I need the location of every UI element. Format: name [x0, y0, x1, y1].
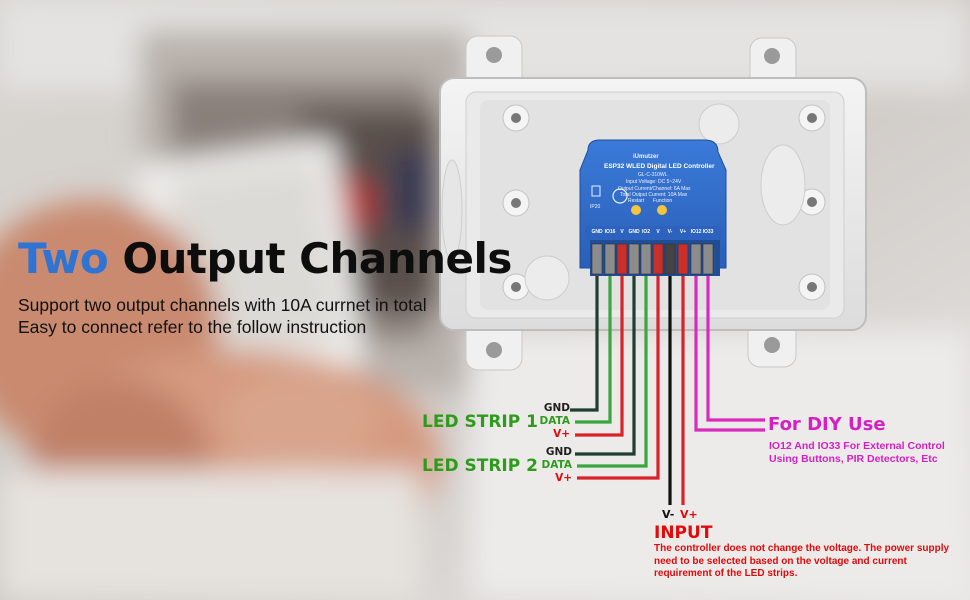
title-word-two: Two — [18, 234, 109, 283]
restart-button-label: Restart — [628, 198, 645, 204]
terminal-slot — [628, 243, 640, 275]
terminal-slot — [664, 243, 676, 275]
led-strip-2-label: LED STRIP 2 — [422, 456, 538, 476]
function-button-label: Function — [653, 198, 673, 204]
wire-strip1-data — [575, 276, 612, 424]
strip-1-gnd-label: GND — [543, 402, 570, 414]
terminal-label: V- — [667, 229, 673, 235]
strip-2-vplus-label: V+ — [555, 472, 572, 484]
controller-spec-total: Total Output Current: 10A Max — [620, 192, 688, 198]
strip-1-data-label: DATA — [539, 415, 570, 427]
terminal-slot — [677, 243, 689, 275]
strip-1-vplus-label: V+ — [553, 428, 570, 440]
input-vplus-label: V+ — [680, 508, 698, 521]
title-output-channels: Output Channels — [122, 234, 512, 283]
wire-strip1-gnd — [570, 276, 599, 412]
terminal-label: IO2 — [641, 229, 651, 235]
terminal-slot — [604, 243, 616, 275]
terminal-slot — [702, 243, 714, 275]
terminal-label: IO12 — [690, 229, 702, 235]
wire-diy-io12 — [694, 276, 765, 432]
terminal-label: IO33 — [702, 229, 714, 235]
terminal-label: IO16 — [604, 229, 616, 235]
controller-spec-output: Output Current/Channel: 6A Max — [618, 186, 691, 192]
controller-part-number: GL-C-310WL — [638, 172, 668, 178]
terminal-label: V — [620, 229, 624, 235]
led-strip-1-label: LED STRIP 1 — [422, 412, 538, 432]
input-description: The controller does not change the volta… — [654, 543, 950, 579]
terminal-slot — [652, 243, 664, 275]
page-title: Two Output Channels — [18, 234, 512, 283]
terminal-blocks — [591, 243, 714, 275]
subtitle-line-1: Support two output channels with 10A cur… — [18, 295, 427, 315]
terminal-label: V — [656, 229, 660, 235]
terminal-slot — [591, 243, 603, 275]
diy-description: IO12 And IO33 For External Control Using… — [769, 440, 945, 465]
wire-strip2-gnd — [575, 276, 636, 456]
wire-diy-io33 — [706, 276, 765, 422]
input-vminus-label: V- — [662, 508, 675, 521]
wire-strip2-data — [577, 276, 648, 468]
terminal-label: V+ — [679, 229, 687, 235]
wire-strip1-vplus — [575, 276, 624, 437]
terminal-slot — [616, 243, 628, 275]
controller-ip-rating: IP20 — [590, 204, 601, 210]
subtitle-line-2: Easy to connect refer to the follow inst… — [18, 317, 367, 337]
terminal-label: GND — [628, 229, 640, 235]
controller-brand: iUmutzer — [633, 154, 659, 160]
controller-spec-input: Input Voltage: DC 5~24V — [626, 179, 682, 185]
strip-2-gnd-label: GND — [545, 446, 572, 458]
input-title: INPUT — [654, 523, 713, 543]
diy-title: For DIY Use — [768, 414, 886, 435]
terminal-slot — [690, 243, 702, 275]
controller-model: ESP32 WLED Digital LED Controller — [604, 163, 715, 170]
strip-2-data-label: DATA — [541, 459, 572, 471]
wires — [570, 276, 765, 505]
wire-strip2-vplus — [577, 276, 660, 480]
terminal-slot — [640, 243, 652, 275]
terminal-label: GND — [591, 229, 603, 235]
